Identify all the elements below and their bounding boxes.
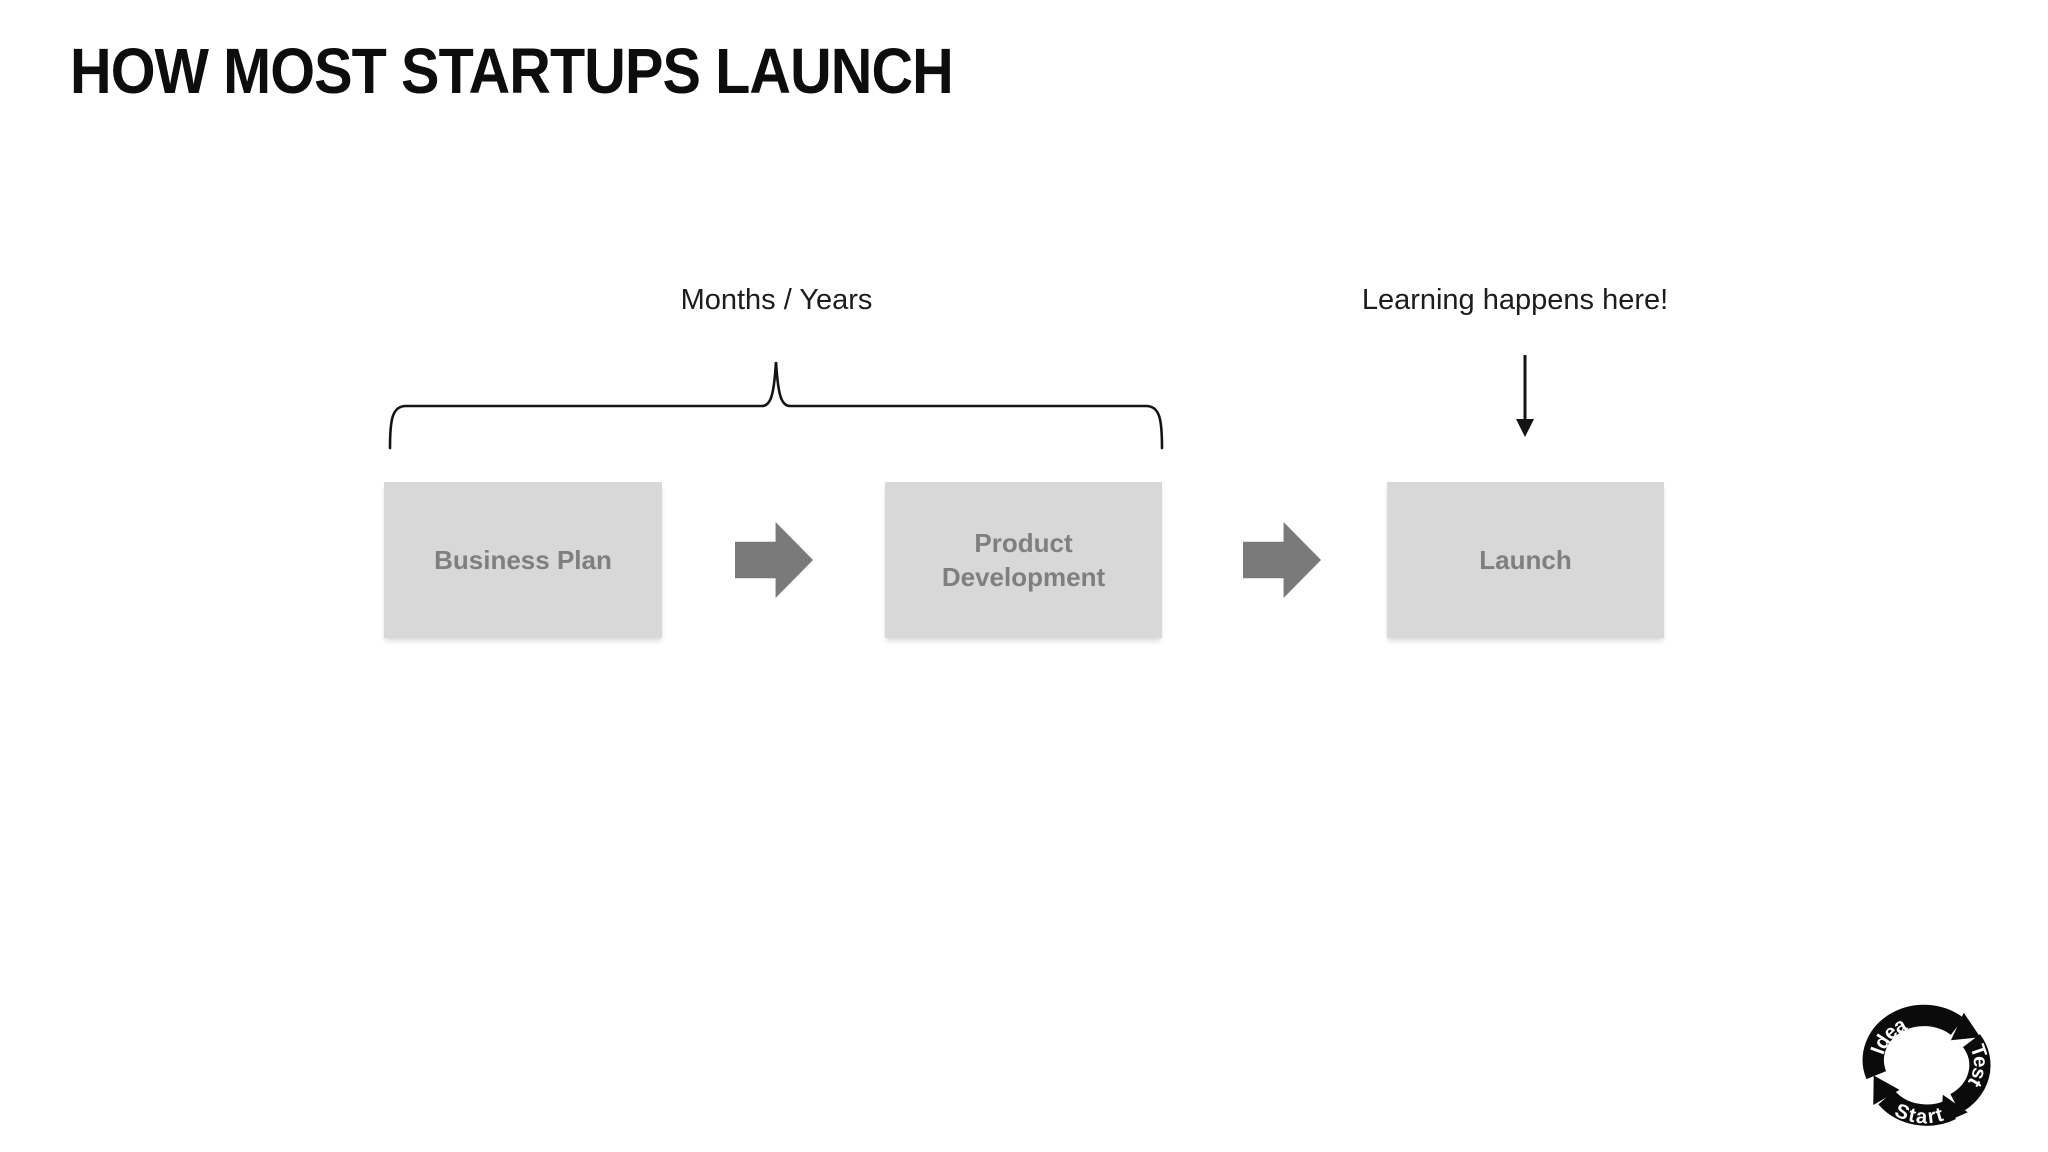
down-arrow bbox=[1516, 355, 1534, 437]
flow-arrow-1-icon bbox=[735, 522, 813, 598]
business-plan-label: Business Plan bbox=[434, 545, 612, 575]
start-arrowhead-icon bbox=[1873, 1075, 1900, 1106]
idea-arrowhead-icon bbox=[1950, 1012, 1981, 1041]
lean-cycle-logo: Idea Test Start bbox=[1862, 1004, 1991, 1128]
slide-title: HOW MOST STARTUPS LAUNCH bbox=[70, 35, 954, 107]
product-development-label: Product Development bbox=[941, 528, 1106, 592]
flow-arrow-2-icon bbox=[1243, 522, 1321, 598]
timeline-label: Months / Years bbox=[680, 284, 873, 316]
curly-brace bbox=[388, 361, 1164, 450]
product-development-box: Product Development bbox=[885, 482, 1162, 638]
launch-label: Launch bbox=[1479, 545, 1572, 575]
business-plan-box: Business Plan bbox=[384, 482, 662, 638]
test-arrowhead-icon bbox=[1940, 1094, 1968, 1125]
learning-label: Learning happens here! bbox=[1361, 284, 1669, 316]
launch-box: Launch bbox=[1387, 482, 1664, 638]
